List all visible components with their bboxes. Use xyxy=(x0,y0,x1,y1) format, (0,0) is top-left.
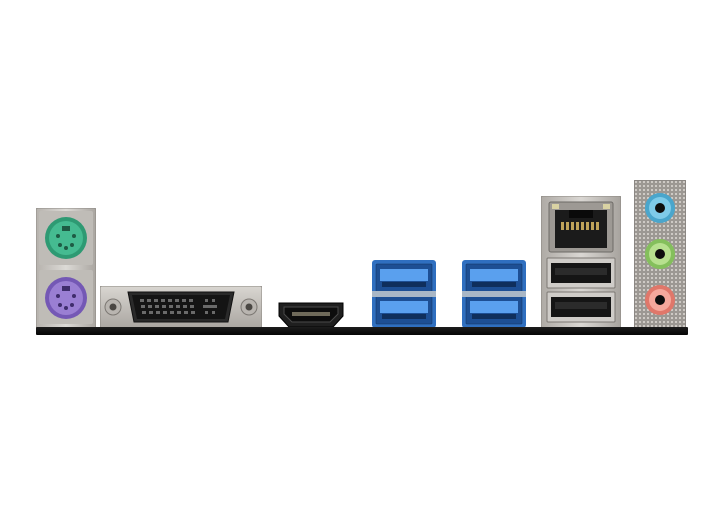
dvi-port xyxy=(100,286,262,328)
dvi-port-icon xyxy=(100,286,262,328)
usb3-port-stack-2 xyxy=(462,260,526,328)
io-shield-base xyxy=(36,327,688,335)
ps2-mouse-port xyxy=(45,277,87,319)
hdmi-port-icon xyxy=(278,302,344,328)
usb2-port-top xyxy=(546,257,616,289)
hdmi-port xyxy=(278,302,344,328)
usb3-port-stack-1 xyxy=(372,260,436,328)
audio-mic-jack xyxy=(645,285,675,315)
audio-jack-stack-icon xyxy=(634,180,686,328)
usb3-dual-port-icon xyxy=(372,260,436,328)
audio-jacks xyxy=(634,180,686,328)
usb2-port-bottom xyxy=(546,291,616,323)
lan-usb-stack xyxy=(541,196,621,328)
audio-line-out-jack xyxy=(645,239,675,269)
ps2-keyboard-port xyxy=(45,217,87,259)
lan-port xyxy=(548,201,614,253)
lan-usb-stack-icon xyxy=(541,196,621,328)
ps2-combo-port-icon xyxy=(36,208,96,328)
ps2-ports xyxy=(36,208,96,328)
usb3-dual-port-icon xyxy=(462,260,526,328)
audio-line-in-jack xyxy=(645,193,675,223)
